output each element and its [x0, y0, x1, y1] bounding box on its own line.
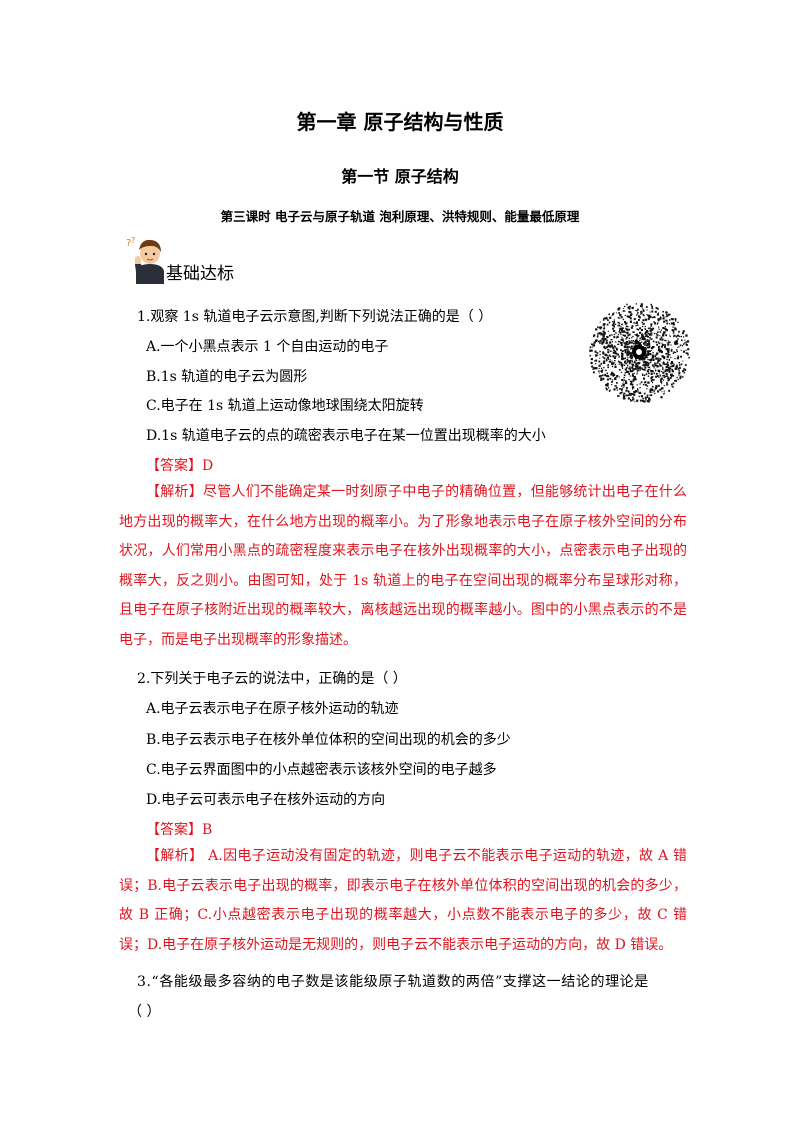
q3-stem: 3.“各能级最多容纳的电子数是该能级原子轨道数的两倍”支撑这一结论的理论是: [137, 974, 649, 990]
q1-stem: 1.观察 1s 轨道电子云示意图,判断下列说法正确的是（ ）: [137, 309, 493, 325]
q2-option-a: A.电子云表示电子在原子核外运动的轨迹: [146, 701, 399, 717]
student-thinking-icon: ? ?: [126, 236, 164, 284]
q1-option-c: C.电子在 1s 轨道上运动像地球围绕太阳旋转: [146, 398, 424, 414]
q2-option-b: B.电子云表示电子在核外单位体积的空间出现的机会的多少: [146, 732, 511, 748]
q2-option-d: D.电子云可表示电子在核外运动的方向: [146, 792, 386, 808]
q1-analysis: 【解析】尽管人们不能确定某一时刻原子中电子的精确位置，但能够统计出电子在什么地方…: [119, 478, 687, 655]
q2-answer-value: B: [202, 822, 213, 838]
q2-analysis: 【解析】 A.因电子运动没有固定的轨迹，则电子云不能表示电子运动的轨迹，故 A …: [119, 842, 687, 960]
q1-analysis-label: 【解析】: [146, 484, 203, 500]
section-title: 第一节 原子结构: [341, 167, 459, 186]
q2-stem: 2.下列关于电子云的说法中，正确的是（ ）: [137, 671, 407, 687]
section-badge: ? ? 基础达标: [120, 234, 380, 284]
q2-analysis-text: A.因电子运动没有固定的轨迹，则电子云不能表示电子运动的轨迹，故 A 错误；B.…: [119, 848, 687, 953]
q2-analysis-label: 【解析】: [146, 848, 204, 864]
q2-answer: 【答案】B: [146, 819, 212, 839]
svg-text:?: ?: [131, 236, 135, 245]
q1-option-b: B.1s 轨道的电子云为圆形: [146, 369, 308, 385]
q2-option-c: C.电子云界面图中的小点越密表示该核外空间的电子越多: [146, 762, 497, 778]
badge-label: 基础达标: [166, 264, 234, 284]
chapter-title: 第一章 原子结构与性质: [296, 110, 504, 134]
q1-answer: 【答案】D: [146, 455, 213, 475]
q1-answer-label: 【答案】: [146, 458, 202, 474]
q2-answer-label: 【答案】: [146, 822, 202, 838]
svg-text:?: ?: [126, 238, 131, 249]
q1-option-a: A.一个小黑点表示 1 个自由运动的电子: [146, 339, 389, 355]
lesson-title: 第三课时 电子云与原子轨道 泡利原理、洪特规则、能量最低原理: [220, 209, 580, 224]
q1-answer-value: D: [202, 458, 214, 474]
q3-stem-bracket: （ ）: [128, 1004, 161, 1020]
q1-analysis-text: 尽管人们不能确定某一时刻原子中电子的精确位置，但能够统计出电子在什么地方出现的概…: [119, 484, 688, 648]
1s-electron-cloud-figure: [589, 303, 690, 403]
q1-option-d: D.1s 轨道电子云的点的疏密表示电子在某一位置出现概率的大小: [146, 428, 546, 444]
